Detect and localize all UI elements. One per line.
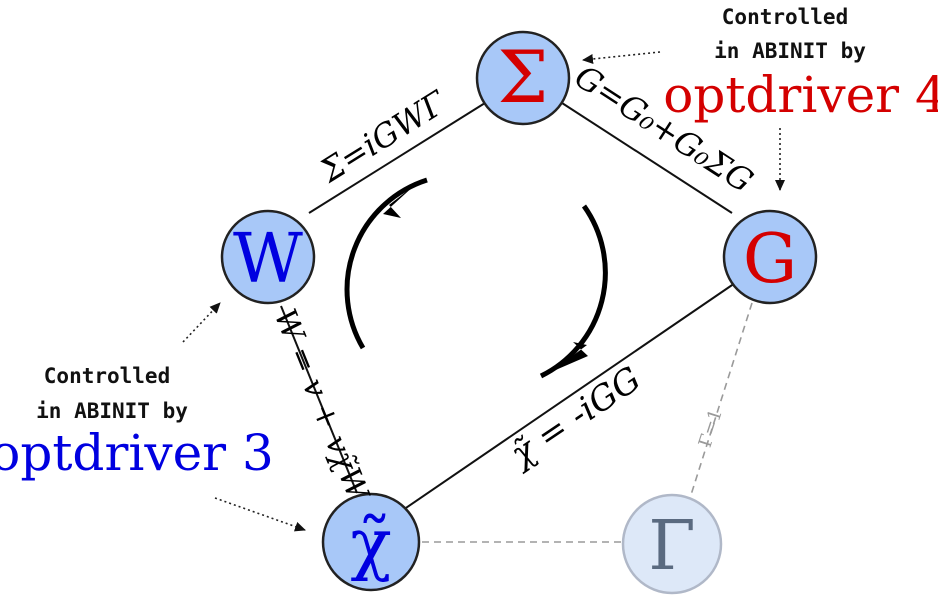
node-w-symbol: W <box>233 220 303 299</box>
annotation-left-line2: in ABINIT by <box>36 399 188 423</box>
edge-sigma-g-line <box>561 102 733 214</box>
edge-g-chi-line <box>399 280 739 513</box>
node-gamma-symbol: Γ <box>648 507 695 586</box>
edge-g-gamma-line <box>689 302 753 499</box>
annotation-left-line1: Controlled <box>44 364 170 388</box>
node-chi: χ̃ <box>321 492 421 592</box>
edge-label-g-chi: χ̃ = -iGG <box>502 359 648 476</box>
annotation-left-driver: optdriver 3 <box>0 424 274 482</box>
cycle-arrowhead-upper <box>383 184 416 218</box>
annotation-top-line1: Controlled <box>722 5 848 29</box>
node-w: W <box>220 209 316 305</box>
node-sigma-symbol: Σ <box>498 35 549 119</box>
pointer-arrow-to-sigma <box>582 51 661 64</box>
edge-label-chi-w: W = v + vχ̃W <box>267 304 376 507</box>
edge-chi-w-line <box>280 305 358 494</box>
node-gamma: Γ <box>621 493 723 595</box>
pointer-arrow-to-w <box>182 302 221 343</box>
node-chi-symbol: χ̃ <box>350 505 391 584</box>
edge-label-g-gamma: Γ=1 <box>695 406 727 450</box>
cycle-arrowhead-lower <box>551 342 588 372</box>
node-g-symbol: G <box>743 220 797 299</box>
edge-w-sigma-line <box>308 102 486 214</box>
pointer-arrow-to-chi <box>214 497 306 532</box>
annotation-top-line2: in ABINIT by <box>714 39 866 63</box>
cycle-arrow-lower <box>539 204 608 379</box>
annotation-top-driver: optdriver 4 <box>663 66 938 124</box>
node-sigma: Σ <box>475 30 571 126</box>
node-g: G <box>722 209 818 305</box>
cycle-arrow-upper <box>344 177 428 350</box>
